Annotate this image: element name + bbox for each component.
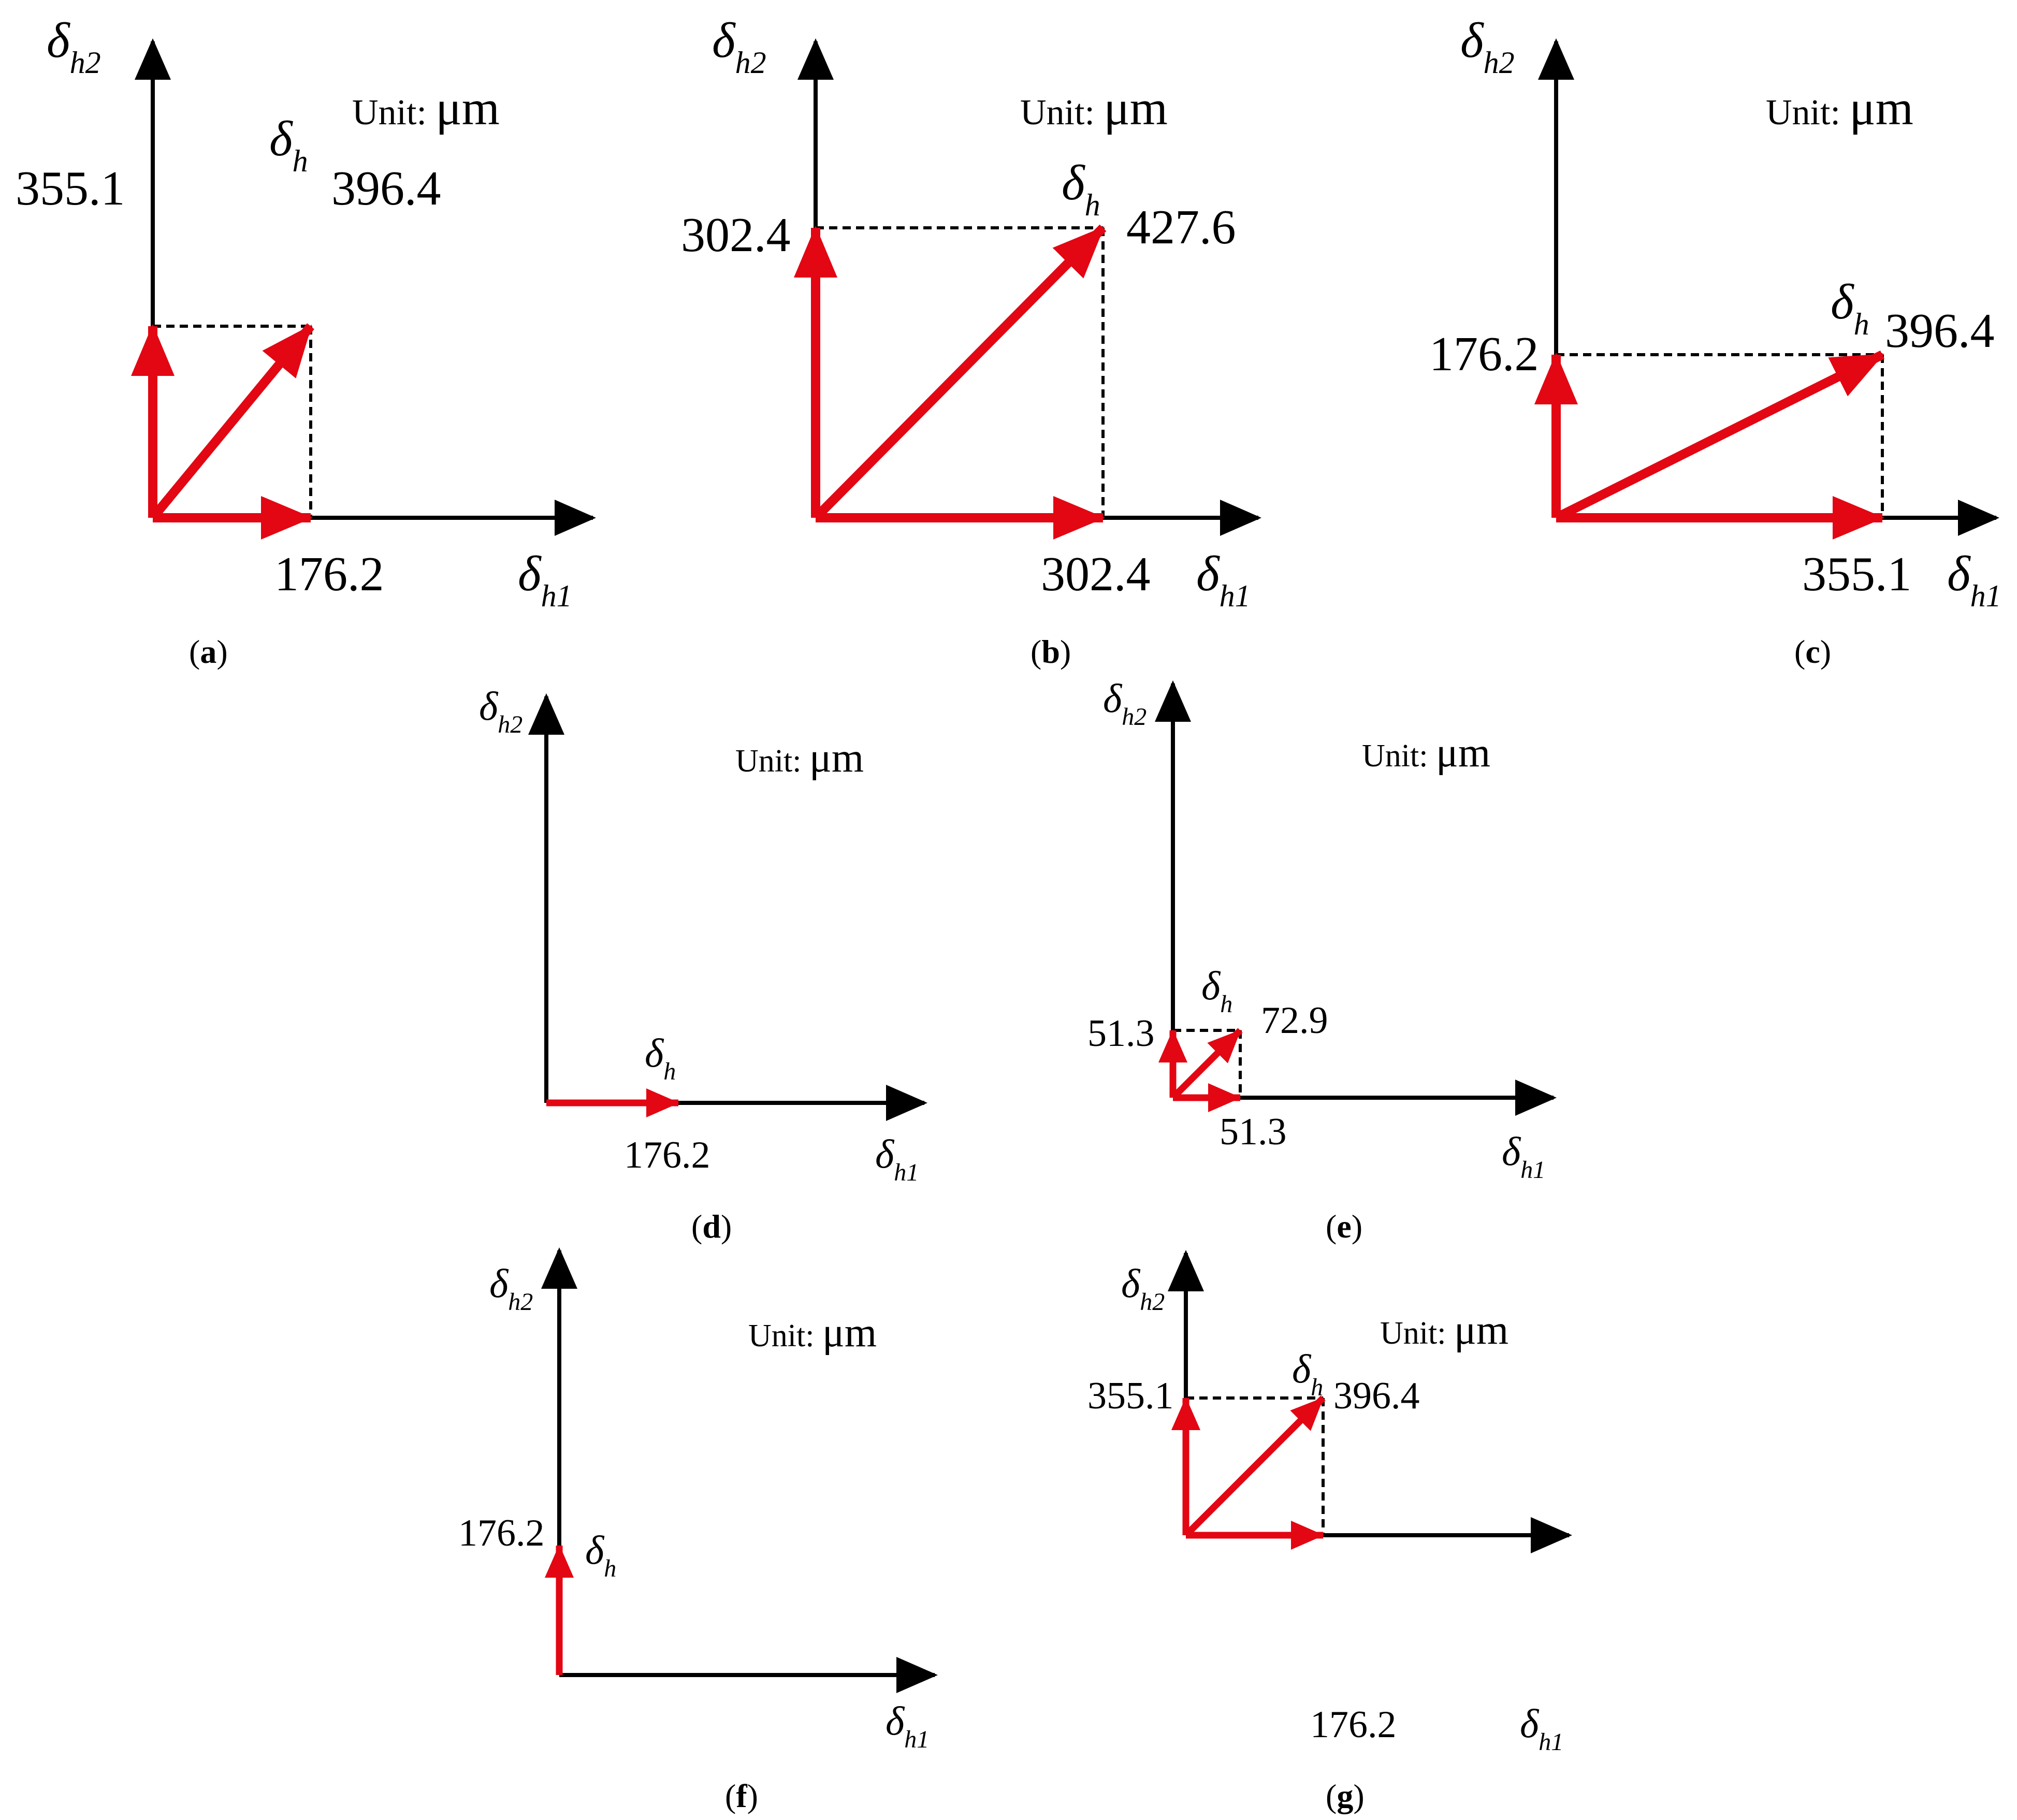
panel-f: 176.2 δh δh2 δh1 Unit: μm (f) [458, 1247, 938, 1814]
y-value-label: 302.4 [681, 208, 791, 262]
unit-label: Unit: μm [1362, 730, 1490, 776]
resultant-vector [1183, 1395, 1326, 1538]
panel-b: 302.4 302.4 427.6 δh δh2 δh1 Unit: μm (b) [681, 12, 1261, 670]
panel-caption: (g) [1326, 1778, 1365, 1814]
resultant-value-label: 396.4 [331, 162, 441, 215]
y-axis-symbol: δh2 [1460, 12, 1515, 80]
x-axis-symbol: δh1 [1502, 1129, 1545, 1184]
x-value-label: 176.2 [1310, 1703, 1397, 1746]
delta-h-symbol: δh [1201, 963, 1232, 1018]
unit-label: Unit: μm [1020, 81, 1168, 135]
panel-c: 176.2 355.1 396.4 δh δh2 δh1 Unit: μm (c) [1429, 12, 2001, 670]
resultant-vector [1170, 1028, 1243, 1100]
panel-d: 176.2 δh δh2 δh1 Unit: μm (d) [479, 683, 927, 1245]
x-axis-symbol: δh1 [1520, 1701, 1563, 1756]
panel-caption: (e) [1326, 1208, 1362, 1245]
y-axis-symbol: δh2 [489, 1261, 533, 1316]
y-axis-symbol: δh2 [47, 12, 101, 80]
x-value-label: 302.4 [1041, 547, 1151, 601]
unit-label: Unit: μm [1766, 81, 1913, 135]
unit-label: Unit: μm [748, 1310, 877, 1356]
x-value-label: 51.3 [1220, 1111, 1287, 1153]
y-axis-symbol: δh2 [479, 683, 523, 738]
delta-h-symbol: δh [1831, 274, 1869, 341]
y-value-label: 355.1 [1087, 1375, 1174, 1417]
delta-h-symbol: δh [1062, 155, 1100, 222]
x-axis-symbol: δh1 [875, 1131, 919, 1186]
panel-g: 355.1 176.2 396.4δh δh2 δh1 Unit: μm (g) [1087, 1250, 1572, 1814]
unit-label: Unit: μm [1380, 1307, 1508, 1353]
y-axis-symbol: δh2 [1103, 676, 1147, 731]
resultant-value-label: 72.9 [1261, 999, 1328, 1042]
panel-caption: (a) [189, 633, 228, 670]
x-value-label: 355.1 [1802, 547, 1912, 601]
x-value-label: 176.2 [624, 1134, 710, 1176]
x-axis-symbol: δh1 [886, 1698, 929, 1753]
unit-label: Unit: μm [352, 81, 500, 135]
x-axis-symbol: δh1 [1196, 546, 1251, 613]
panel-caption: (c) [1794, 633, 1831, 670]
y-axis-symbol: δh2 [1121, 1261, 1165, 1316]
resultant-value-label: 396.4 [1333, 1375, 1420, 1417]
resultant-value-label: 396.4 [1885, 304, 1995, 358]
resultant-value-label: 427.6 [1126, 200, 1236, 254]
y-value-label: 355.1 [16, 162, 125, 215]
resultant-vector [1554, 350, 1885, 522]
resultant-vector [149, 323, 314, 521]
x-axis-symbol: δh1 [1947, 546, 2001, 613]
panel-e: 51.3 51.3 72.9 δh δh2 δh1 Unit: μm (e) [1087, 676, 1557, 1245]
resultant-vector [812, 224, 1107, 521]
delta-h-symbol: δh [645, 1030, 676, 1085]
y-value-label: 51.3 [1087, 1012, 1155, 1055]
unit-label: Unit: μm [735, 735, 864, 781]
x-axis-symbol: δh1 [518, 546, 572, 613]
x-value-label: 176.2 [274, 547, 384, 601]
y-value-label: 176.2 [458, 1512, 545, 1554]
y-value-label: 176.2 [1429, 327, 1539, 381]
panel-caption: (d) [691, 1208, 732, 1245]
delta-h-symbol: δh [585, 1527, 616, 1582]
panel-caption: (f) [725, 1778, 758, 1814]
panel-caption: (b) [1031, 633, 1071, 670]
delta-h-symbol: δh [1292, 1346, 1323, 1401]
panel-a: 355.1 176.2 396.4 δh δh2 δh1 Unit: μm (a) [16, 12, 596, 670]
delta-h-symbol: δh [269, 111, 308, 178]
y-axis-symbol: δh2 [712, 12, 766, 80]
